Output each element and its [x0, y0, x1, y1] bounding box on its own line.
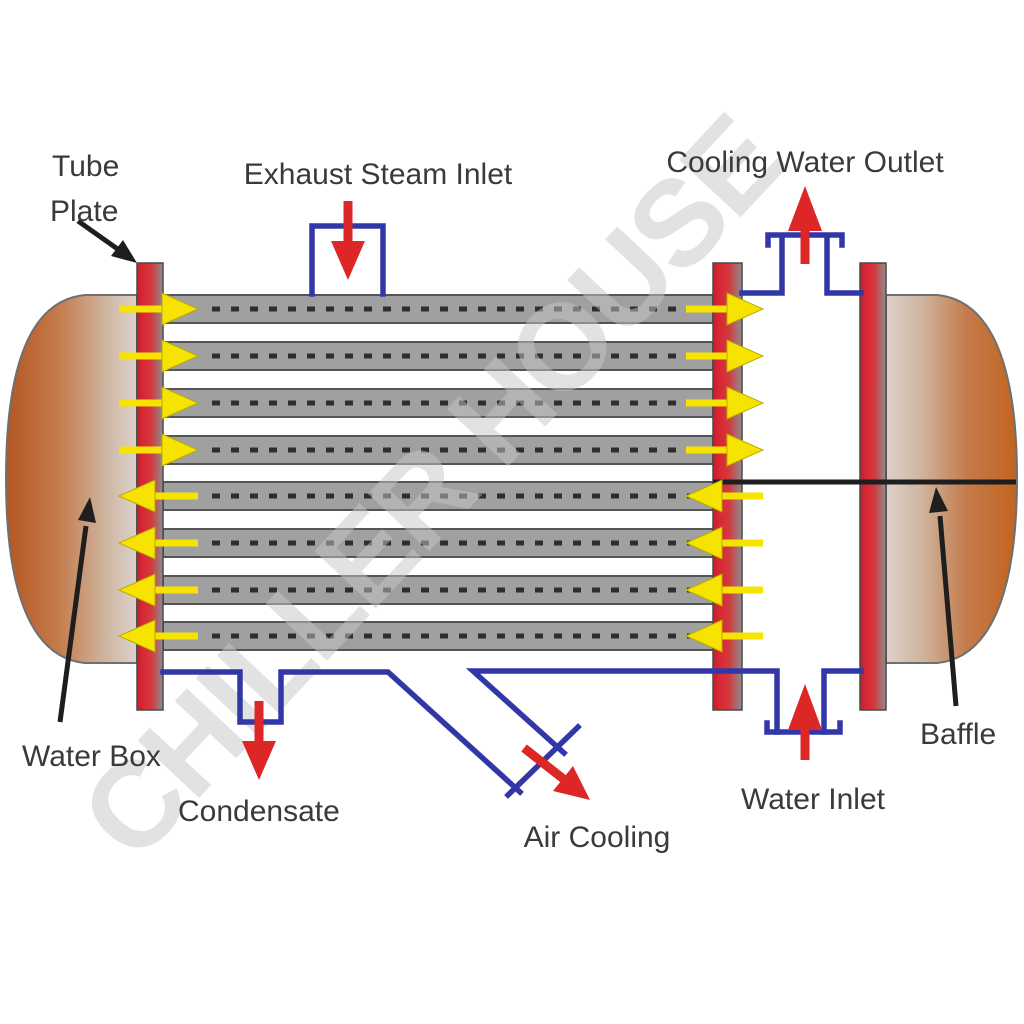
baffle-plate — [859, 262, 887, 711]
label-tube-plate-line2: Plate — [50, 195, 118, 228]
pointer-arrows — [57, 218, 959, 723]
label-air-cooling: Air Cooling — [524, 821, 671, 854]
bottom-right-pipe — [465, 668, 780, 757]
label-water-inlet: Water Inlet — [741, 783, 886, 816]
air-cooling-arrow — [521, 744, 590, 800]
flow-arrow-head — [684, 479, 723, 513]
flow-arrow-head — [684, 619, 723, 653]
flow-arrow-head — [684, 526, 723, 560]
flow-arrow-head — [117, 479, 156, 513]
flow-arrow-head — [726, 386, 765, 420]
flow-arrow-head — [161, 339, 200, 373]
tube-bundle — [162, 294, 714, 651]
inlet-nozzle-right — [821, 668, 864, 735]
piping — [160, 223, 864, 799]
label-condensate: Condensate — [178, 795, 340, 828]
left-water-box-cap — [4, 294, 138, 664]
water-inlet-arrow — [788, 684, 822, 760]
flow-arrow-head — [161, 386, 200, 420]
water-flow-arrows — [117, 292, 765, 653]
flow-arrow-head — [117, 619, 156, 653]
label-baffle: Baffle — [920, 718, 996, 751]
cooling-water-outlet-arrow — [788, 186, 822, 264]
tube-plate-pointer — [76, 218, 137, 263]
water-box-pointer — [57, 497, 96, 723]
stream-arrows — [242, 186, 822, 800]
right-water-box-cap — [885, 294, 1019, 664]
shell-caps — [4, 294, 1019, 664]
flow-arrow-head — [726, 433, 765, 467]
condensate-arrow — [242, 701, 276, 780]
exhaust-steam-arrow — [331, 201, 365, 280]
flow-arrow-head — [117, 573, 156, 607]
label-water-box: Water Box — [22, 740, 161, 773]
flow-arrow-head — [684, 573, 723, 607]
flow-arrow-head — [726, 339, 765, 373]
label-exhaust-steam-inlet: Exhaust Steam Inlet — [244, 158, 513, 191]
baffle-pointer — [929, 487, 959, 707]
label-cooling-water-outlet: Cooling Water Outlet — [666, 146, 944, 179]
flow-arrow-head — [117, 526, 156, 560]
flow-arrow-head — [161, 433, 200, 467]
bottom-left-pipe — [160, 669, 524, 796]
labels: Tube Plate Exhaust Steam Inlet Cooling W… — [22, 146, 996, 854]
outlet-nozzle-right — [824, 233, 864, 296]
label-tube-plate-line1: Tube — [52, 150, 119, 183]
outlet-nozzle-left — [739, 233, 785, 296]
flow-arrow-head — [726, 292, 765, 326]
flow-arrow-head — [161, 292, 200, 326]
